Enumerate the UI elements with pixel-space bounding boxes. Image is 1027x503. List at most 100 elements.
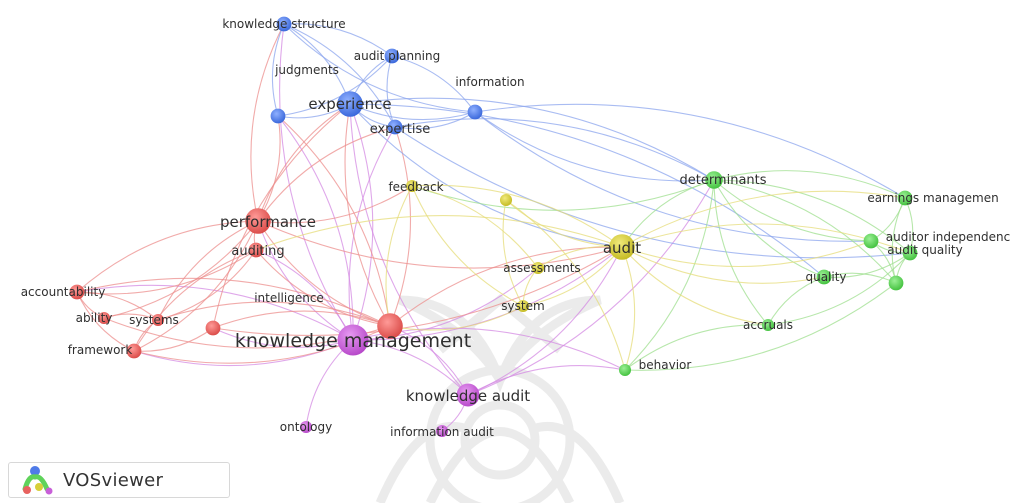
- node-auditor-independence[interactable]: [863, 233, 879, 249]
- network-nodes: [69, 16, 918, 438]
- label-intelligence[interactable]: intelligence: [254, 291, 324, 305]
- edge-red_hub-experience: [344, 103, 391, 327]
- node-yellow-small[interactable]: [499, 193, 513, 207]
- edge-framework-intelligence: [133, 327, 214, 352]
- node-audit-quality[interactable]: [902, 245, 918, 261]
- label-framework[interactable]: framework: [68, 343, 133, 357]
- edge-experience-audit: [349, 103, 623, 248]
- node-judgments[interactable]: [270, 108, 286, 124]
- edge-knowledge_audit-determinants: [467, 179, 715, 396]
- label-experience[interactable]: experience: [308, 95, 391, 113]
- edge-determinants-behavior: [624, 179, 715, 371]
- edge-red_hub-systems: [157, 301, 391, 327]
- edge-determinants-green_node: [713, 179, 897, 284]
- node-information[interactable]: [467, 104, 483, 120]
- node-performance[interactable]: [245, 208, 271, 234]
- edge-experience-determinants: [349, 97, 715, 181]
- label-accruals[interactable]: accruals: [743, 318, 793, 332]
- network-edges: [76, 23, 914, 432]
- node-accruals[interactable]: [761, 318, 775, 332]
- node-experience[interactable]: [337, 91, 363, 117]
- node-determinants[interactable]: [705, 171, 723, 189]
- edge-knowledge_management-intelligence: [212, 327, 354, 348]
- edge-performance-knowledge_structure: [250, 23, 285, 222]
- edge-knowledge_structure-audit_planning: [283, 23, 393, 57]
- label-knowledge-audit[interactable]: knowledge audit: [406, 387, 530, 405]
- edge-accountability-systems: [76, 291, 159, 321]
- label-information-audit[interactable]: information audit: [390, 425, 494, 439]
- node-quality[interactable]: [816, 269, 832, 285]
- node-feedback[interactable]: [405, 179, 419, 193]
- edge-audit-quality: [621, 246, 825, 284]
- edge-knowledge_management-assessments: [352, 267, 539, 341]
- edge-auditing-systems: [157, 249, 257, 321]
- edge-determinants-audit: [621, 179, 715, 248]
- edge-knowledge_structure-information: [283, 23, 476, 113]
- label-feedback[interactable]: feedback: [388, 180, 443, 194]
- label-system[interactable]: system: [501, 299, 544, 313]
- label-determinants[interactable]: determinants: [679, 173, 766, 188]
- edge-audit-system: [522, 246, 623, 307]
- edge-earnings_management-green_node: [891, 197, 906, 284]
- label-auditing[interactable]: auditing: [231, 244, 284, 259]
- edge-yellow_small-behavior: [505, 199, 626, 371]
- node-knowledge-audit[interactable]: [456, 383, 480, 407]
- edge-information-determinants: [474, 111, 715, 182]
- edge-feedback-system: [411, 185, 524, 307]
- node-knowledge-management[interactable]: [337, 324, 369, 356]
- edge-performance-audit: [257, 220, 623, 269]
- edge-red_hub-expertise: [389, 126, 412, 327]
- edge-red_hub-accountability: [76, 277, 391, 327]
- edge-information-auditor_independence: [474, 111, 872, 242]
- node-audit-planning[interactable]: [384, 48, 400, 64]
- label-audit-planning[interactable]: audit planning: [354, 49, 441, 63]
- label-quality[interactable]: quality: [805, 270, 846, 284]
- edge-performance-experience: [257, 103, 351, 222]
- node-assessments[interactable]: [531, 261, 545, 275]
- edge-green_node-behavior: [624, 282, 897, 371]
- label-knowledge-structure[interactable]: knowledge structure: [222, 17, 345, 31]
- edge-audit_quality-quality: [823, 252, 911, 278]
- node-earnings-management[interactable]: [897, 190, 913, 206]
- edge-audit-accruals: [621, 246, 769, 326]
- edge-audit_quality-accruals: [767, 252, 911, 326]
- label-auditor-independence[interactable]: auditor independenc: [886, 230, 1010, 244]
- label-systems[interactable]: systems: [129, 313, 179, 327]
- label-information[interactable]: information: [455, 75, 524, 89]
- label-knowledge-management[interactable]: knowledge management: [235, 330, 471, 352]
- node-audit[interactable]: [609, 234, 635, 260]
- node-intelligence[interactable]: [205, 320, 221, 336]
- node-systems[interactable]: [151, 313, 165, 327]
- node-behavior[interactable]: [618, 363, 632, 377]
- label-expertise[interactable]: expertise: [370, 122, 431, 137]
- edge-red_hub-judgments: [277, 115, 391, 327]
- edge-audit-yellow_small: [505, 199, 623, 248]
- label-earnings-management[interactable]: earnings managemen: [867, 191, 998, 205]
- edge-audit-behavior: [621, 246, 636, 371]
- label-performance[interactable]: performance: [220, 213, 316, 231]
- edge-intelligence-audit: [212, 246, 623, 336]
- vosviewer-badge[interactable]: VOSviewer: [8, 462, 230, 498]
- node-accountability[interactable]: [69, 284, 85, 300]
- vosviewer-logo-icon: [22, 466, 53, 495]
- node-ability[interactable]: [97, 311, 111, 325]
- node-system[interactable]: [516, 299, 530, 313]
- node-red-hub[interactable]: [377, 313, 403, 339]
- node-expertise[interactable]: [387, 119, 403, 135]
- node-knowledge-structure[interactable]: [276, 16, 292, 32]
- node-green-node[interactable]: [888, 275, 904, 291]
- label-audit[interactable]: audit: [603, 239, 641, 257]
- node-information-audit[interactable]: [435, 424, 449, 438]
- node-ontology[interactable]: [299, 420, 313, 434]
- node-framework[interactable]: [126, 343, 142, 359]
- label-assessments[interactable]: assessments: [503, 261, 580, 275]
- edge-feedback-assessments: [411, 185, 539, 269]
- label-ontology[interactable]: ontology: [280, 420, 332, 434]
- label-judgments[interactable]: judgments: [274, 63, 339, 77]
- label-audit-quality[interactable]: audit quality: [887, 243, 962, 257]
- node-auditing[interactable]: [248, 242, 264, 258]
- label-accountability[interactable]: accountability: [21, 285, 106, 299]
- label-behavior[interactable]: behavior: [639, 358, 692, 372]
- label-ability[interactable]: ability: [76, 311, 113, 325]
